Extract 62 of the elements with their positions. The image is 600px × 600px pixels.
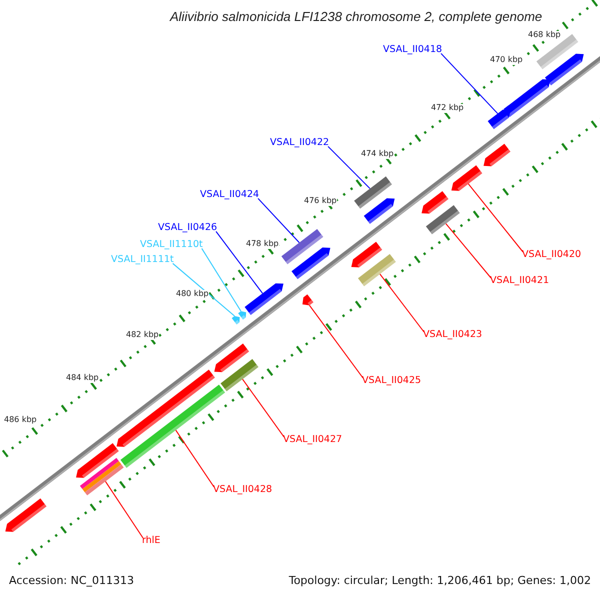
gene-block	[244, 283, 284, 315]
gene-bar	[120, 384, 226, 468]
gene-block	[5, 498, 46, 532]
gene-label: VSAL_II1111t	[111, 255, 174, 266]
leader-line	[175, 430, 214, 488]
gene-bar	[358, 254, 396, 286]
leader-line	[379, 274, 424, 332]
leader-line	[242, 378, 284, 438]
scale-label: 480 kbp	[176, 290, 209, 299]
gene-label: VSAL_II0426	[158, 223, 218, 234]
leader-line	[468, 183, 524, 252]
leader-line	[104, 480, 144, 538]
gene-bar	[281, 228, 324, 264]
gene-bar	[354, 176, 392, 209]
scale-label: 482 kbp	[126, 331, 159, 340]
gene-label: VSAL_II0428	[213, 485, 272, 496]
diagram-title: Aliivibrio salmonicida LFI1238 chromosome 2, complete genome	[170, 10, 542, 24]
gene-block	[292, 248, 330, 280]
gene-block	[504, 79, 550, 117]
gene-bar	[220, 359, 258, 392]
gene-block	[214, 344, 250, 372]
scale-label: 486 kbp	[4, 416, 37, 425]
scale-label: 476 kbp	[304, 197, 337, 206]
leader-line	[445, 223, 492, 278]
leader-line	[172, 262, 236, 317]
scale-label: 470 kbp	[490, 56, 523, 65]
gene-label: VSAL_II0420	[522, 250, 582, 260]
gene-label: VSAL_II0427	[283, 435, 342, 446]
gene-block	[488, 110, 511, 130]
gene-block	[238, 311, 246, 320]
scale-label: 474 kbp	[361, 150, 394, 159]
gene-label: VSAL_II0424	[200, 190, 260, 200]
gene-block	[364, 198, 395, 224]
gene-block	[451, 165, 482, 191]
gene-block	[76, 443, 119, 478]
gene-label: VSAL_II0421	[490, 276, 550, 286]
leader-line	[308, 304, 364, 378]
gene-block	[544, 54, 584, 86]
scale-label: 484 kbp	[66, 374, 99, 383]
gene-label: VSAL_II1110t	[140, 240, 203, 250]
footer-text: Accession: NC_011313	[9, 575, 134, 588]
leader-line	[258, 198, 300, 244]
gene-label: rhlE	[142, 536, 160, 546]
leader-line	[328, 146, 370, 190]
gene-block	[484, 144, 510, 166]
gene-block	[302, 294, 314, 306]
gene-block	[422, 191, 448, 214]
leader-line	[216, 230, 264, 294]
gene-block	[116, 370, 215, 447]
gene-block	[232, 316, 240, 324]
gene-label: VSAL_II0418	[383, 45, 442, 56]
gene-label: VSAL_II0425	[362, 376, 422, 386]
scale-label: 472 kbp	[431, 104, 464, 113]
gene-bar	[426, 205, 460, 234]
leader-line	[201, 248, 242, 312]
footer-text: Topology: circular; Length: 1,206,461 bp; Genes: 1,002	[288, 575, 591, 588]
scale-label: 468 kbp	[528, 31, 561, 40]
gene-label: VSAL_II0423	[423, 330, 482, 340]
scale-label: 478 kbp	[246, 240, 279, 249]
gene-label: VSAL_II0422	[270, 138, 330, 148]
leader-line	[440, 52, 498, 114]
gene-block	[351, 242, 382, 268]
